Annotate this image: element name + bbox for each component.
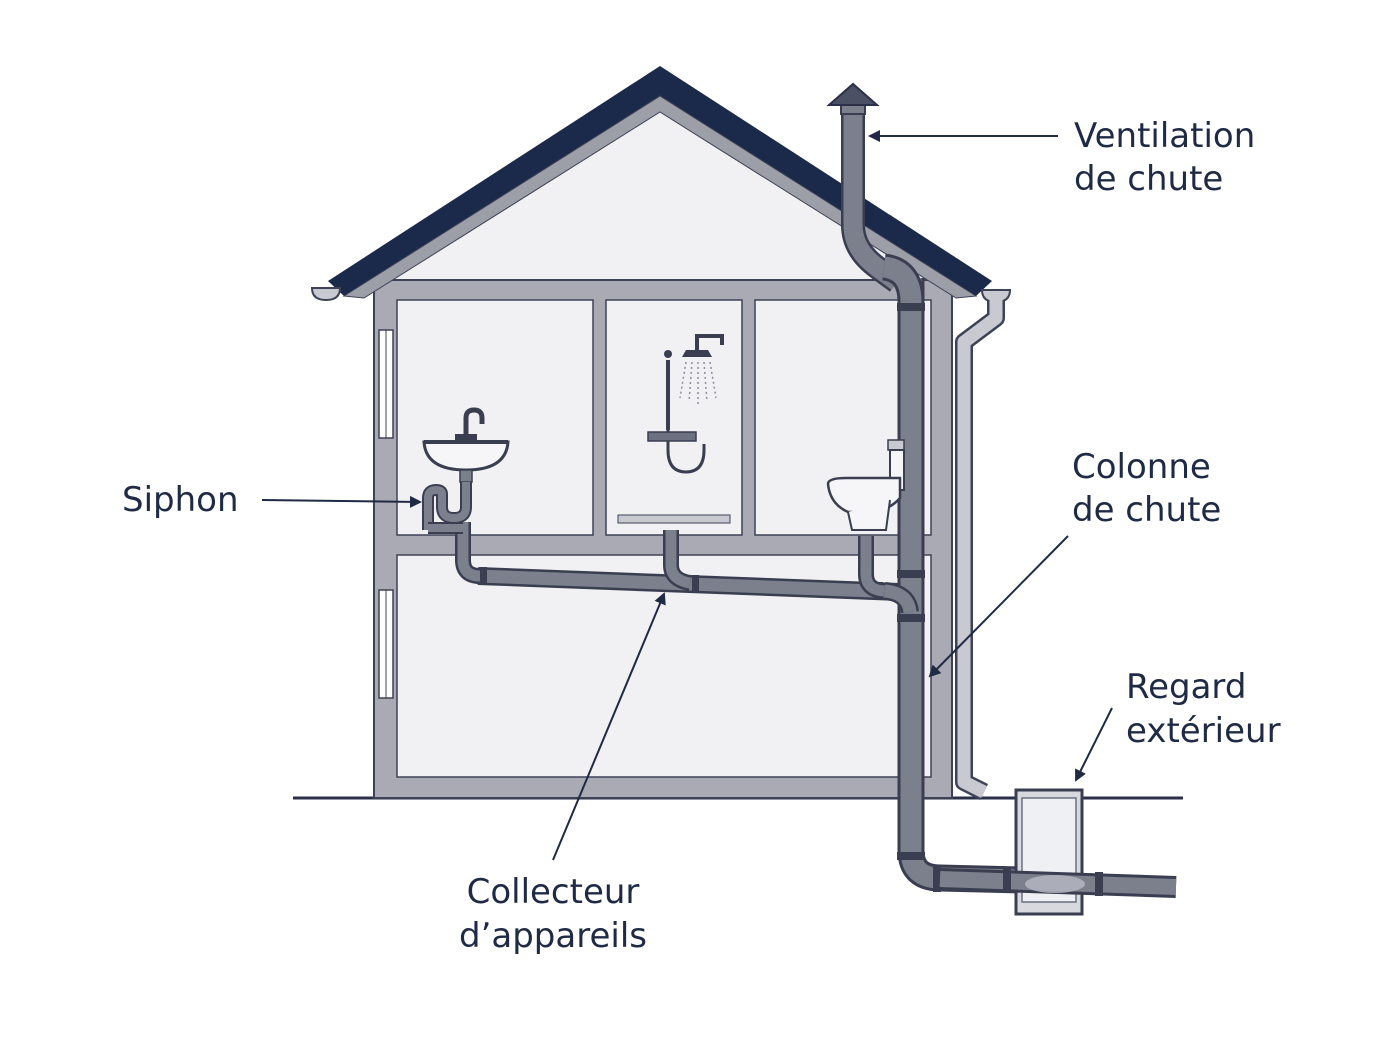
regard-label-line2: extérieur bbox=[1126, 711, 1281, 751]
vent-stack bbox=[840, 103, 905, 292]
toilet-icon bbox=[826, 439, 905, 531]
collector-pipe bbox=[455, 522, 919, 614]
ventilation-label-line2: de chute bbox=[1074, 159, 1223, 199]
ventilation-label-line1: Ventilation bbox=[1074, 116, 1255, 156]
colonne-label-line2: de chute bbox=[1072, 490, 1221, 530]
colonne-label-line1: Colonne bbox=[1072, 447, 1211, 487]
vent-cap-icon bbox=[826, 82, 880, 106]
siphon-arrow bbox=[261, 495, 422, 508]
regard-arrow bbox=[1075, 707, 1113, 782]
annotation-arrows bbox=[261, 130, 1113, 861]
shower-icon bbox=[647, 334, 724, 474]
manhole bbox=[1014, 788, 1084, 916]
soil-stack bbox=[881, 253, 1021, 894]
outgoing-drain bbox=[939, 868, 1177, 898]
attic-area bbox=[375, 88, 945, 283]
collecteur-arrow bbox=[552, 592, 666, 861]
colonne-arrow bbox=[928, 535, 1069, 678]
regard-label-line1: Regard bbox=[1126, 667, 1246, 707]
collecteur-label-line1: Collecteur bbox=[467, 872, 640, 912]
sink-icon bbox=[422, 407, 510, 534]
collecteur-label-line2: d’appareils bbox=[459, 916, 647, 956]
siphon-label: Siphon bbox=[122, 480, 239, 520]
roof bbox=[328, 66, 992, 299]
